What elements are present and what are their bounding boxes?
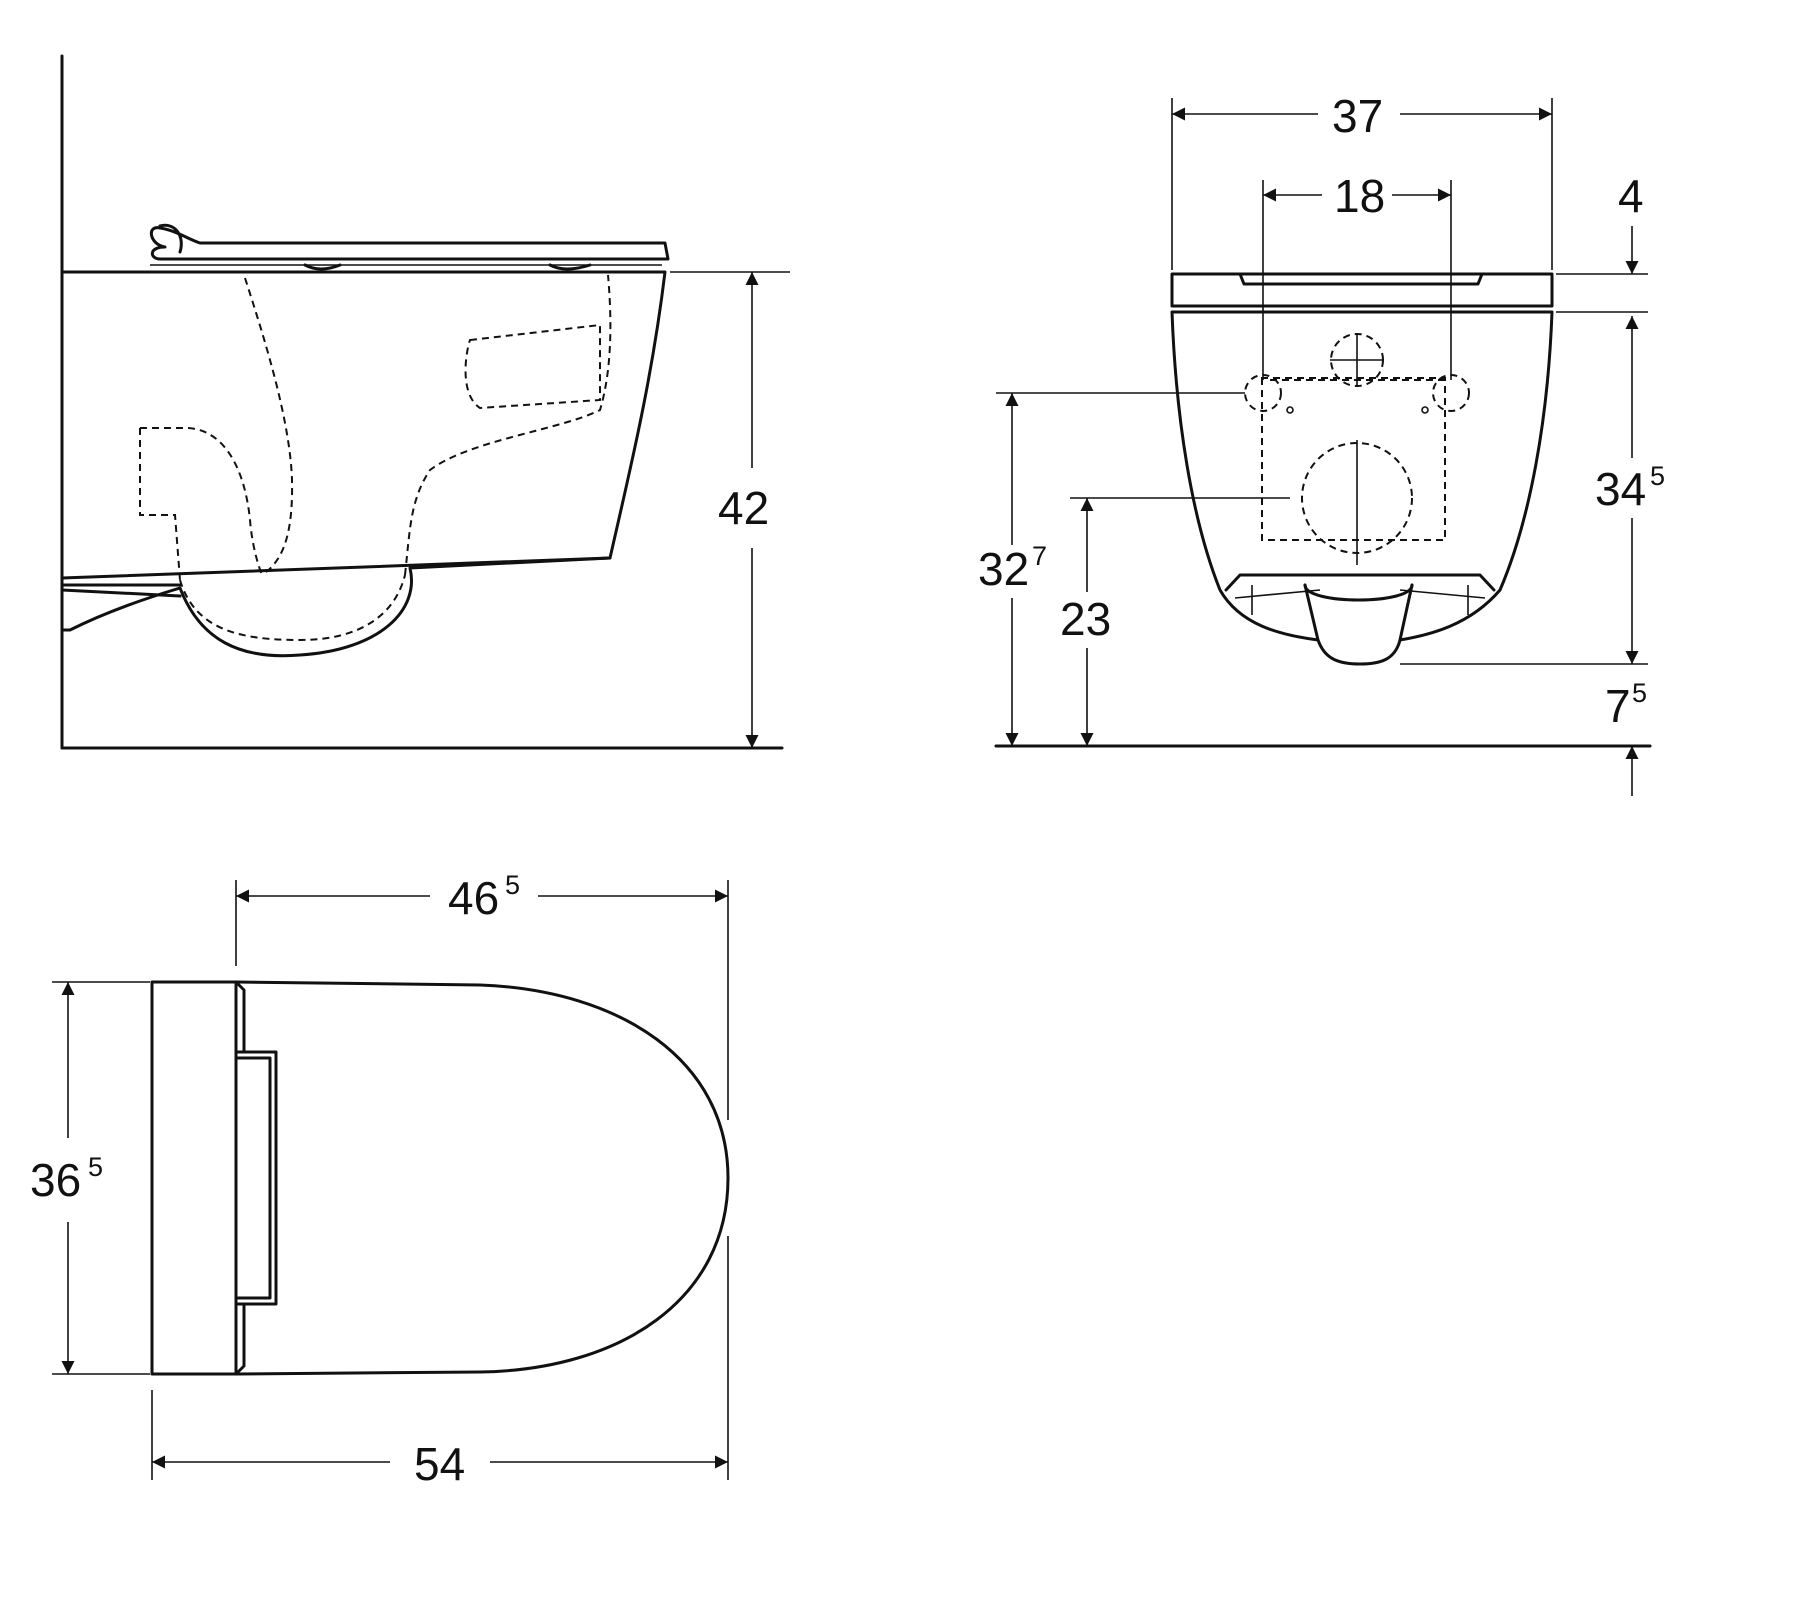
- dim-total-length-label: 54: [414, 1438, 465, 1490]
- hinge-slot: [234, 1050, 278, 1306]
- dim-seat-offset-label: 4: [1618, 170, 1644, 222]
- dim-seat-length-label: 46: [448, 872, 499, 924]
- dim-fixing-distance-label: 18: [1334, 170, 1385, 222]
- dim-fixing-height-sup: 7: [1032, 541, 1047, 571]
- dim-width-label: 37: [1332, 90, 1383, 142]
- dim-bowl-height-sup: 5: [1650, 461, 1665, 491]
- front-seat: [1170, 272, 1554, 308]
- dim-outlet-height-label: 23: [1060, 593, 1111, 645]
- top-seat-outline: [234, 980, 730, 1376]
- dim-bottom-offset-sup: 5: [1632, 678, 1647, 708]
- top-rear-block: [150, 980, 238, 1376]
- dim-bottom-offset-label: 7: [1605, 680, 1631, 732]
- dim-height-label: 42: [718, 482, 769, 534]
- top-view: 46 5 36 5 54: [30, 870, 730, 1490]
- dim-seat-length-sup: 5: [505, 870, 520, 900]
- dim-top-width-label: 36: [30, 1154, 81, 1206]
- side-view: 42: [60, 54, 790, 750]
- front-view: 37 18 4 34 5 7 5 32 7 23: [978, 90, 1665, 796]
- dim-bowl-height-label: 34: [1595, 463, 1646, 515]
- dim-top-width-sup: 5: [88, 1152, 103, 1182]
- dim-fixing-height-label: 32: [978, 543, 1029, 595]
- bowl-body: [60, 270, 667, 658]
- front-bowl: [1170, 310, 1554, 666]
- seat-lid: [149, 226, 670, 261]
